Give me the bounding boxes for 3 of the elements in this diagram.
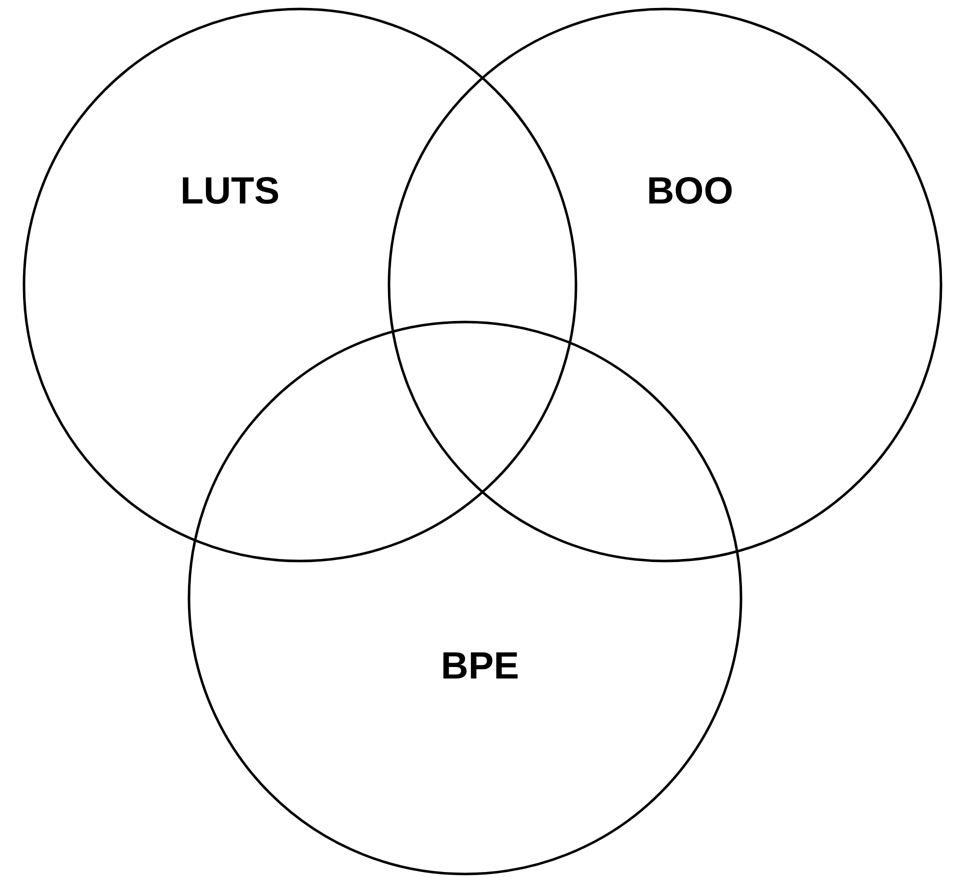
set-label: LUTS	[180, 170, 280, 214]
set-label: BOO	[646, 170, 734, 214]
set-label: BPE	[440, 646, 520, 688]
